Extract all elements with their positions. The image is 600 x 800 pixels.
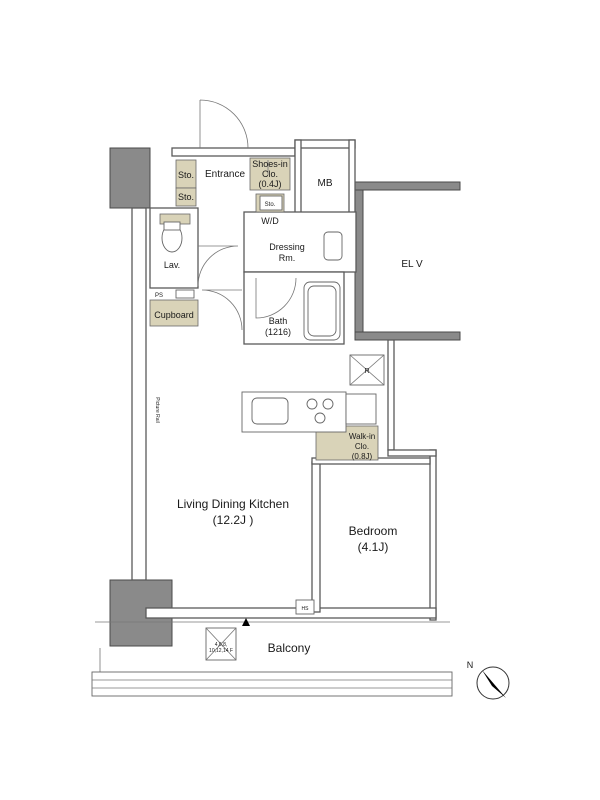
- top-wall: [171, 147, 296, 157]
- labels: Sto. Sto. Entrance Shoes-in Clo. (0.4J) …: [154, 159, 473, 670]
- label-bedroom-1: Bedroom: [349, 524, 398, 538]
- bath-door: [255, 277, 297, 319]
- mb-left-wall: [294, 139, 302, 221]
- elevator-wall-bottom: [354, 331, 461, 341]
- label-sto-small: Sto.: [265, 202, 276, 208]
- balcony: [91, 599, 453, 697]
- label-walkin-1: Walk-in: [349, 432, 375, 441]
- label-mb: MB: [318, 178, 333, 189]
- hs-box: [295, 599, 315, 615]
- entrance-door: [199, 99, 249, 149]
- cupboard: [149, 299, 199, 327]
- right-wall-lower: [429, 449, 437, 621]
- label-ldk-1: Living Dining Kitchen: [177, 497, 289, 511]
- label-dressing-1: Dressing: [269, 242, 305, 252]
- elevator-wall-top: [354, 181, 461, 191]
- washer-icon: [259, 195, 283, 211]
- label-hatch-1: 4,6,8,: [215, 642, 228, 648]
- label-balcony: Balcony: [268, 641, 311, 655]
- balcony-rail: [91, 671, 453, 697]
- bottom-wall: [145, 607, 437, 619]
- hatch-cross: [205, 627, 237, 661]
- refrigerator-cross: [349, 354, 385, 386]
- label-dressing-2: Rm.: [279, 253, 296, 263]
- label-hatch-2: 10,12,14 F: [209, 648, 233, 654]
- sto-bottom: [175, 187, 197, 207]
- label-picture-rail: Picture Rail: [154, 397, 160, 423]
- compass-needle-icon: [482, 670, 506, 698]
- label-sto-bottom: Sto.: [178, 192, 194, 202]
- north-compass: [476, 666, 510, 700]
- kitchen-sink-icon: [251, 397, 289, 425]
- fixtures: [161, 195, 385, 433]
- corridor-door: [201, 289, 243, 331]
- right-step-wall: [387, 449, 437, 457]
- label-lav: Lav.: [164, 260, 180, 270]
- kitchen-shelf: [345, 393, 377, 425]
- sink-icon: [175, 289, 195, 299]
- right-wall-upper: [387, 339, 395, 451]
- label-walkin-2: Clo.: [355, 442, 369, 451]
- label-shoes-1: Shoes-in: [252, 159, 288, 169]
- column-top-left: [109, 147, 151, 209]
- entry-arrow-icon: [242, 618, 250, 626]
- label-bath-2: (1216): [265, 327, 291, 337]
- label-north: N: [467, 660, 474, 670]
- burner-icon: [322, 398, 334, 410]
- label-sto-top: Sto.: [178, 170, 194, 180]
- label-shoes-2: Clo.: [262, 169, 278, 179]
- label-cupboard: Cupboard: [154, 310, 194, 320]
- label-ps: PS: [155, 293, 163, 299]
- toilet-tank-icon: [163, 221, 181, 231]
- wash-basin-icon: [323, 231, 343, 261]
- label-wd: W/D: [261, 216, 279, 226]
- label-walkin-3: (0.8J): [352, 452, 373, 461]
- walls: [131, 139, 437, 621]
- structure: [109, 147, 461, 647]
- label-shoes-3: (0.4J): [258, 179, 281, 189]
- label-bedroom-2: (4.1J): [358, 540, 389, 554]
- label-elv: EL V: [401, 259, 423, 270]
- label-ldk-2: (12.2J ): [213, 513, 254, 527]
- doors: [197, 99, 297, 331]
- label-hs: HS: [302, 606, 310, 612]
- shoes-in-closet: [249, 157, 291, 191]
- mb-right-wall: [348, 139, 356, 221]
- label-refrigerator: R: [364, 368, 369, 375]
- bedroom-partition: [311, 461, 321, 613]
- label-bath-1: Bath: [269, 316, 288, 326]
- burner-icon: [306, 398, 318, 410]
- label-entrance: Entrance: [205, 169, 245, 180]
- mb-top-wall: [294, 139, 356, 149]
- bathtub-inner-icon: [307, 285, 337, 337]
- left-wall: [131, 207, 147, 581]
- burner-icon: [314, 412, 326, 424]
- lav-door: [197, 245, 239, 287]
